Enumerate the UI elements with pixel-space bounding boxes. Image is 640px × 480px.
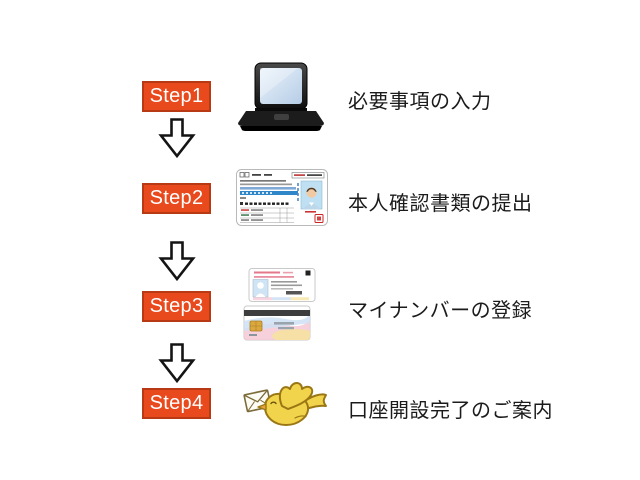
- step3-description: マイナンバーの登録: [348, 300, 533, 322]
- step1-description: 必要事項の入力: [348, 91, 492, 113]
- carrier-pigeon-mail-icon: [240, 379, 328, 435]
- step2-label-box: Step2: [142, 183, 211, 214]
- drivers-license-icon: [236, 169, 328, 226]
- laptop-icon: [236, 62, 326, 132]
- step2-description: 本人確認書類の提出: [348, 193, 533, 215]
- step4-description: 口座開設完了のご案内: [348, 400, 553, 422]
- my-number-card-icon: [242, 268, 322, 342]
- down-arrow-icon: [158, 343, 196, 383]
- down-arrow-icon: [158, 241, 196, 281]
- down-arrow-icon: [158, 118, 196, 158]
- step4-label-box: Step4: [142, 388, 211, 419]
- step1-label-box: Step1: [142, 81, 211, 112]
- step3-label-box: Step3: [142, 291, 211, 322]
